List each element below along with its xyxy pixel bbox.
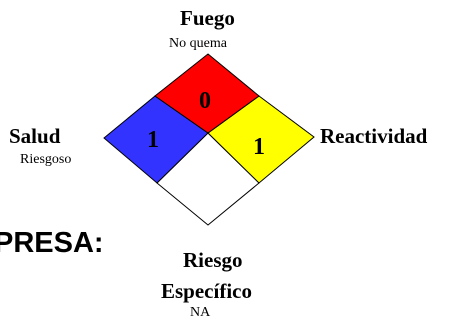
fire-rating: 0	[199, 88, 211, 114]
health-rating: 1	[147, 127, 159, 153]
specific-risk-title-line1: Riesgo	[183, 248, 243, 272]
fire-quadrant	[154, 53, 260, 134]
company-label: PRESA:	[0, 227, 104, 259]
fire-title: Fuego	[180, 6, 235, 30]
health-title: Salud	[9, 124, 61, 148]
health-status: Riesgoso	[20, 152, 72, 167]
specific-risk-status: NA	[190, 305, 211, 320]
fire-status: No quema	[169, 36, 227, 51]
reactivity-rating: 1	[253, 134, 265, 160]
reactivity-title: Reactividad	[320, 124, 428, 148]
specific-risk-title-line2: Específico	[161, 279, 252, 303]
